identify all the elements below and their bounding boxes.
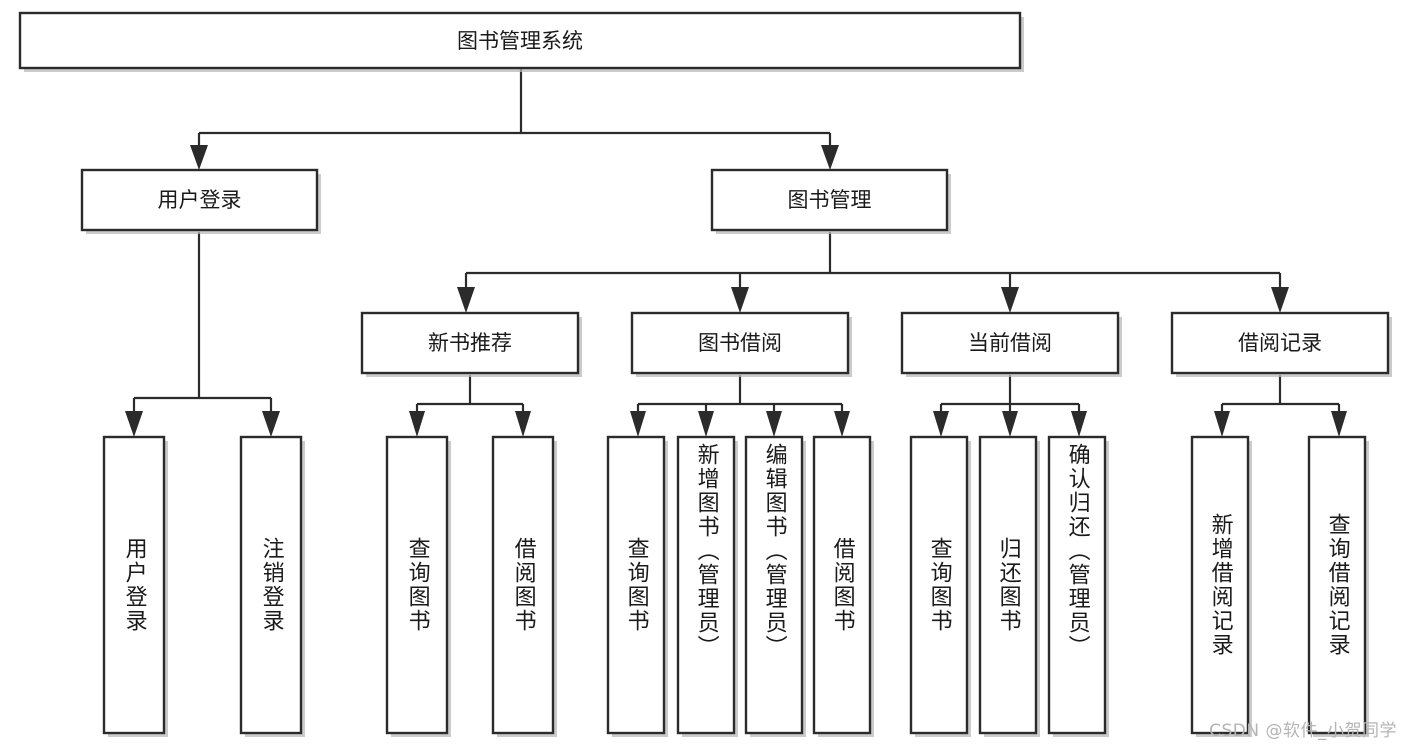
- node-root-label: 图书管理系统: [457, 29, 583, 53]
- arrow-to-current-borrow: [1001, 287, 1019, 313]
- node-book-borrow-rect[interactable]: [630, 311, 850, 375]
- leaf-return-book-rect[interactable]: [978, 435, 1038, 735]
- arrow-to-leaf-query-book-1: [409, 411, 425, 437]
- leaf-add-record-rect[interactable]: [1190, 435, 1250, 735]
- arrow-to-leaf-add-book: [698, 411, 714, 437]
- arrow-to-leaf-query-book-2: [630, 411, 646, 437]
- node-user-login-label: 用户登录: [158, 188, 242, 212]
- leaf-logout-rect[interactable]: [239, 435, 303, 735]
- arrow-to-leaf-add-record: [1214, 411, 1230, 437]
- arrow-to-leaf-confirm-return: [1071, 411, 1087, 437]
- node-current-borrow[interactable]: 当前借阅: [900, 311, 1122, 377]
- node-new-book-rec-rect[interactable]: [360, 311, 580, 375]
- node-book-borrow[interactable]: 图书借阅: [630, 311, 852, 377]
- leaf-user-login-rect[interactable]: [102, 435, 166, 735]
- leaf-query-book-3-rect[interactable]: [909, 435, 969, 735]
- node-new-book-rec[interactable]: 新书推荐: [360, 311, 582, 377]
- arrow-to-leaf-borrow-book-2: [834, 411, 850, 437]
- node-borrow-record-rect[interactable]: [1170, 311, 1390, 375]
- leaf-boxes: [102, 435, 1369, 737]
- node-book-manage-rect[interactable]: [710, 168, 949, 232]
- arrow-to-leaf-edit-book: [766, 411, 782, 437]
- leaf-borrow-book-1-rect[interactable]: [491, 435, 555, 735]
- node-current-borrow-rect[interactable]: [900, 311, 1120, 375]
- arrow-to-leaf-logout: [262, 411, 280, 437]
- leaf-query-book-1-rect[interactable]: [385, 435, 449, 735]
- arrow-to-leaf-return-book: [1002, 411, 1018, 437]
- csdn-watermark: CSDN @软件_小贺同学: [1209, 721, 1397, 741]
- node-user-login-rect[interactable]: [80, 168, 319, 232]
- leaf-borrow-book-2-rect[interactable]: [812, 435, 872, 735]
- node-borrow-record-label: 借阅记录: [1238, 331, 1322, 355]
- arrow-to-leaf-query-book-3: [933, 411, 949, 437]
- arrow-to-leaf-user-login: [125, 411, 143, 437]
- arrow-to-new-book-rec: [457, 287, 475, 313]
- leaf-edit-book-rect[interactable]: [744, 435, 804, 735]
- arrow-to-borrow-record: [1271, 287, 1289, 313]
- node-root[interactable]: 图书管理系统: [18, 11, 1024, 72]
- arrow-to-leaf-query-record: [1331, 411, 1347, 437]
- node-user-login[interactable]: 用户登录: [80, 168, 321, 234]
- node-book-borrow-label: 图书借阅: [698, 331, 782, 355]
- arrow-to-leaf-borrow-book-1: [515, 411, 531, 437]
- leaf-query-book-2-rect[interactable]: [606, 435, 666, 735]
- leaf-add-book-rect[interactable]: [676, 435, 736, 735]
- leaf-query-record-rect[interactable]: [1307, 435, 1367, 735]
- node-book-manage-label: 图书管理: [788, 188, 872, 212]
- connector-group: [125, 68, 1347, 437]
- node-borrow-record[interactable]: 借阅记录: [1170, 311, 1392, 377]
- leaf-confirm-return-rect[interactable]: [1047, 435, 1107, 735]
- arrow-to-user-login: [190, 145, 208, 170]
- node-current-borrow-label: 当前借阅: [968, 331, 1052, 355]
- arrow-to-book-borrow: [731, 287, 749, 313]
- node-root-rect[interactable]: [18, 11, 1022, 70]
- node-book-manage[interactable]: 图书管理: [710, 168, 951, 234]
- arrow-to-book-manage: [821, 145, 839, 170]
- node-new-book-rec-label: 新书推荐: [428, 331, 512, 355]
